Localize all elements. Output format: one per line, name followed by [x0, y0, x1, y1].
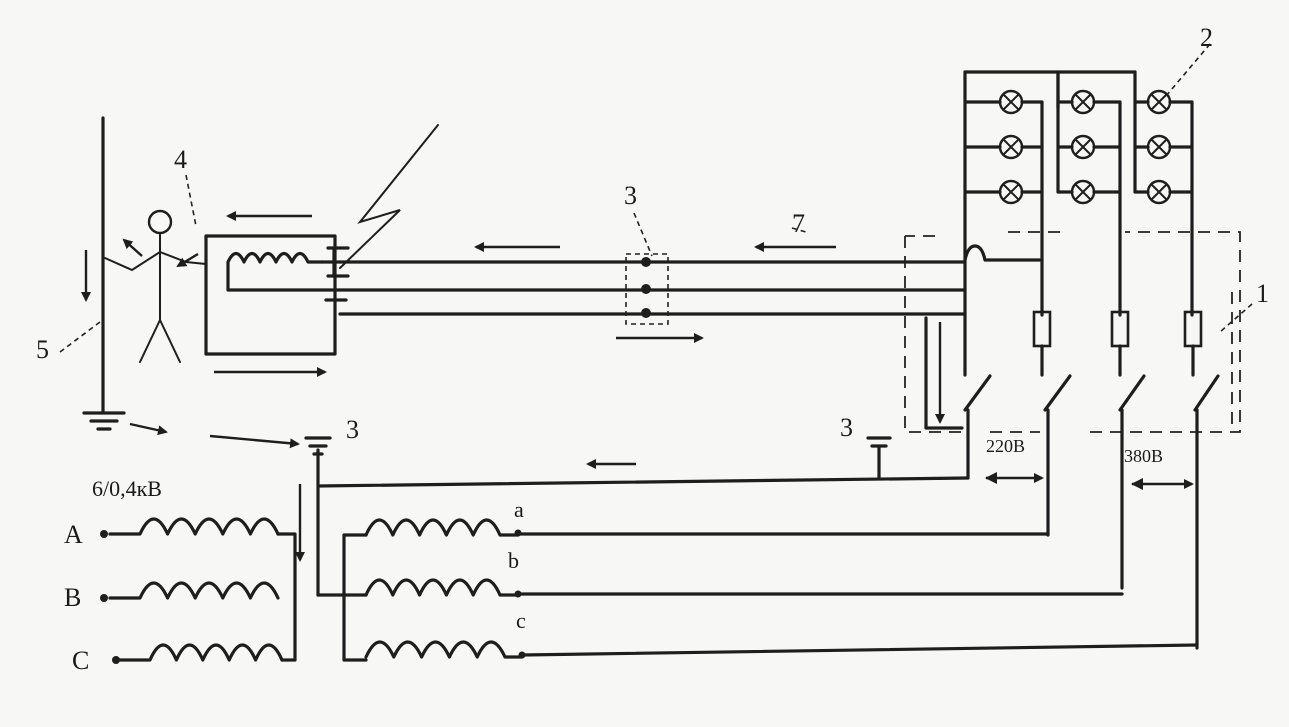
distribution-lines: [304, 436, 1199, 657]
ref-3-mid-label: 3: [840, 413, 853, 442]
fuse-2: [1110, 310, 1130, 348]
fuse-3: [1183, 310, 1203, 348]
leader-4: [185, 174, 197, 227]
terminal-A: [100, 530, 108, 538]
feeder-node-2: [641, 284, 651, 294]
secondary-windings: [364, 518, 524, 659]
neutral-crossover: [963, 244, 1044, 262]
repeat-ground-box: [625, 253, 669, 325]
breakdown-bolt: [339, 124, 439, 269]
phase-A-label: A: [64, 520, 83, 549]
lamp-icon: [1146, 89, 1172, 115]
neutral-conductor: [316, 448, 970, 597]
leader-7: [791, 227, 807, 233]
ref-4-label: 4: [174, 145, 187, 174]
ref-3-left-label: 3: [346, 415, 359, 444]
labels: 6/0,4кВ A B C a b c 220В 380В 1 2 3 3 3 …: [36, 23, 1269, 675]
neutral-ground-symbol: [304, 436, 332, 456]
primary-windings: [108, 517, 284, 662]
fuse-1: [1032, 310, 1052, 348]
transformer-rating-label: 6/0,4кВ: [92, 476, 162, 501]
person-body: [104, 232, 207, 363]
ground-symbol-left: [82, 411, 126, 431]
feeder-line: [338, 212, 967, 325]
lamp-icon: [1146, 179, 1172, 205]
transformer: [100, 517, 526, 664]
terminal-B: [100, 594, 108, 602]
arrow-ground-2: [209, 434, 300, 449]
equipment-winding: [226, 251, 342, 292]
lamp-icon: [1070, 89, 1096, 115]
lamp-group-1-wiring: [963, 70, 1044, 377]
phase-C-label: C: [72, 646, 89, 675]
switchgear-enclosure: [904, 231, 1241, 433]
leader-5: [59, 321, 101, 353]
voltage-380-label: 380В: [1124, 446, 1163, 466]
lamp-icon: [998, 89, 1024, 115]
fuses: [1032, 310, 1203, 377]
switches: [963, 374, 1220, 650]
lamp-icon: [1070, 179, 1096, 205]
arrow-person-right: [176, 252, 199, 268]
arrow-ground-1: [129, 422, 168, 436]
leader-3-top: [633, 212, 653, 257]
leader-1: [1219, 303, 1253, 333]
lamp-icon: [998, 134, 1024, 160]
lamp-group-3-wiring: [1133, 70, 1194, 317]
ref-2-label: 2: [1200, 23, 1213, 52]
lamp-icon: [1146, 134, 1172, 160]
equipment: [204, 124, 439, 356]
fuse-leads: [1040, 344, 1195, 377]
phase-B-label: B: [64, 583, 81, 612]
equipment-terminals: [320, 246, 350, 302]
feeder-node-1: [641, 257, 651, 267]
feeder-conductors: [338, 260, 967, 316]
enclosure-ground-path: [924, 316, 964, 430]
lamp-bank: [963, 70, 1194, 377]
ref-7-label: 7: [792, 209, 805, 238]
leader-2: [1165, 43, 1211, 97]
line-c: [520, 643, 1199, 657]
lamp-icon: [998, 179, 1024, 205]
phase-c-label: c: [516, 608, 526, 633]
grounding-rod: [82, 116, 126, 431]
arrow-person-left: [122, 238, 143, 257]
repeat-ground-symbol: [866, 436, 892, 480]
secondary-star-link: [316, 533, 368, 662]
feeder-node-3: [641, 308, 651, 318]
switch-blades: [963, 374, 1220, 412]
switch-down-leads: [966, 408, 1199, 650]
ref-1-label: 1: [1256, 279, 1269, 308]
voltage-220-label: 220В: [986, 436, 1025, 456]
terminal-C: [112, 656, 120, 664]
primary-delta-link: [276, 532, 297, 662]
ref-5-label: 5: [36, 335, 49, 364]
lamp-group-2-wiring: [1056, 70, 1122, 317]
person-figure: [104, 209, 207, 363]
ref-3-top-label: 3: [624, 181, 637, 210]
lamp-icon: [1070, 134, 1096, 160]
phase-a-label: a: [514, 497, 524, 522]
equipment-housing: [204, 234, 337, 356]
leaders: [59, 43, 1253, 353]
person-head: [147, 209, 173, 235]
phase-b-label: b: [508, 548, 519, 573]
current-arrows: [81, 211, 1194, 562]
